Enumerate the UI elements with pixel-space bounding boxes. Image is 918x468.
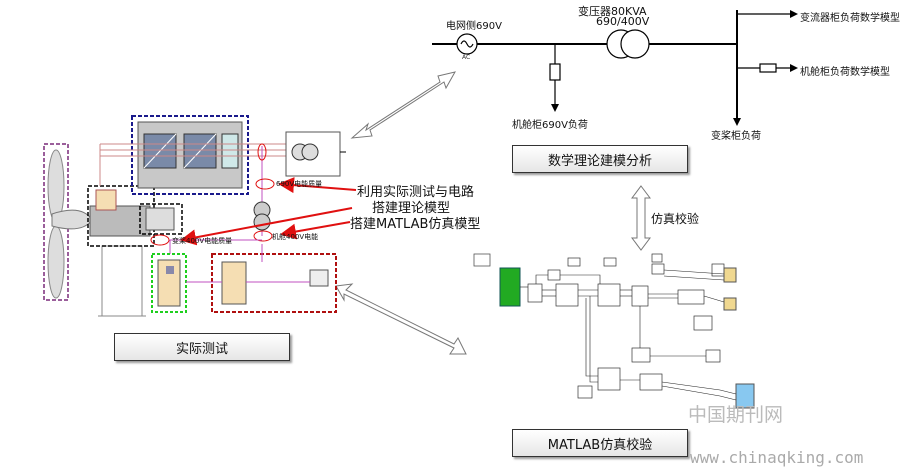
source-label: 电网侧690V xyxy=(446,21,502,32)
annotation-line-1: 利用实际测试与电路 xyxy=(357,185,475,200)
annotation-line-2: 搭建理论模型 xyxy=(372,201,451,216)
annotation-line-3: 搭建MATLAB仿真模型 xyxy=(350,217,481,232)
transformer-label: 变压器80KVA xyxy=(578,5,647,18)
grid-single-line xyxy=(432,10,790,118)
load-converter-label: 变流器柜负荷数学模型 xyxy=(800,13,900,24)
watermark-url: www.chinaqking.com xyxy=(690,448,864,467)
simulink-model xyxy=(473,253,755,409)
meas-cabin-label: 机舱400V电能 xyxy=(272,233,319,241)
transformer-ratio: 690/400V xyxy=(596,15,650,28)
double-arrow-top xyxy=(350,71,456,139)
annotation-arrows xyxy=(180,177,357,246)
load-cabin-690-label: 机舱柜690V负荷 xyxy=(512,120,588,131)
meas-pitch-label: 变桨400V电能质量 xyxy=(172,237,233,245)
validation-label: 仿真校验 xyxy=(651,212,700,226)
watermark-cn: 中国期刊网 xyxy=(688,404,784,426)
turbine-schematic xyxy=(43,115,346,317)
load-cabin-model-label: 机舱柜负荷数学模型 xyxy=(800,67,890,78)
double-arrow-bottom xyxy=(335,283,467,355)
math-model-box: 数学理论建模分析 xyxy=(512,145,688,173)
matlab-validation-box: MATLAB仿真校验 xyxy=(512,429,688,457)
grid-arrows xyxy=(551,10,798,126)
source-sub-label: AC xyxy=(462,54,471,61)
double-arrow-vertical xyxy=(631,185,651,251)
meas-690-label: 690V电能质量 xyxy=(276,180,323,188)
load-pitch-label: 变桨柜负荷 xyxy=(711,131,761,142)
actual-test-box: 实际测试 xyxy=(114,333,290,361)
